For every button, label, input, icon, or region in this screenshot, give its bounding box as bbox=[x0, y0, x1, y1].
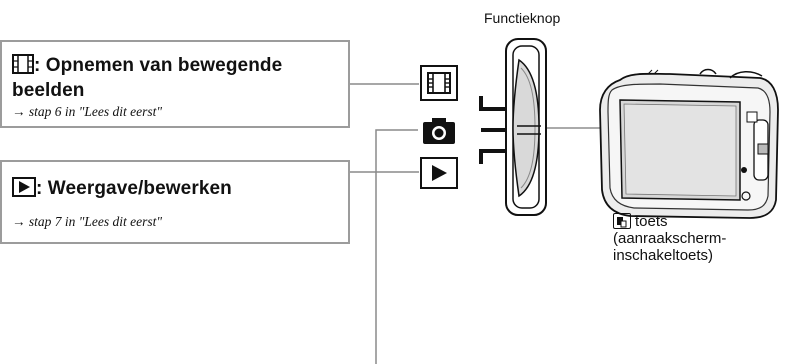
touch-panel-icon bbox=[613, 213, 631, 229]
touch-button-line2: (aanraakscherm- bbox=[613, 230, 727, 247]
camera-body-illustration bbox=[599, 68, 779, 219]
camera-leader-line bbox=[375, 129, 418, 364]
touch-button-line1: toets bbox=[635, 213, 668, 230]
film-icon bbox=[427, 72, 451, 94]
camera-icon bbox=[423, 118, 455, 144]
play-icon bbox=[12, 177, 36, 197]
playback-title: : Weergave/bewerken bbox=[36, 178, 232, 199]
movie-reference-text: stap 6 in "Lees dit eerst" bbox=[28, 104, 163, 119]
dial-mark-movie bbox=[479, 96, 506, 111]
film-icon bbox=[12, 54, 34, 80]
playback-callout-reference: → stap 7 in "Lees dit eerst" bbox=[12, 214, 162, 230]
mode-playback-icon[interactable] bbox=[420, 157, 458, 189]
function-dial[interactable] bbox=[505, 38, 555, 218]
movie-callout-title: : Opnemen van bewegende beelden bbox=[12, 54, 342, 102]
playback-callout: : Weergave/bewerken → stap 7 in "Lees di… bbox=[0, 160, 350, 244]
mode-movie-icon[interactable] bbox=[420, 65, 458, 101]
touch-button-label: toets (aanraakscherm- inschakeltoets) bbox=[613, 213, 787, 264]
play-icon bbox=[432, 165, 447, 181]
touch-button-line3: inschakeltoets) bbox=[613, 247, 714, 264]
mode-still-camera-icon[interactable] bbox=[420, 112, 458, 148]
movie-callout: : Opnemen van bewegende beelden → stap 6… bbox=[0, 40, 350, 128]
playback-reference-text: stap 7 in "Lees dit eerst" bbox=[28, 214, 163, 229]
playback-callout-title: : Weergave/bewerken bbox=[12, 177, 342, 200]
movie-title-line2: beelden bbox=[12, 80, 85, 101]
dial-mark-playback bbox=[479, 149, 506, 164]
movie-callout-reference: → stap 6 in "Lees dit eerst" bbox=[12, 104, 162, 120]
movie-title-line1: : Opnemen van bewegende bbox=[34, 55, 283, 76]
dial-label: Functieknop bbox=[484, 10, 561, 26]
arrow-right-icon: → bbox=[12, 214, 26, 229]
arrow-right-icon: → bbox=[12, 104, 26, 119]
